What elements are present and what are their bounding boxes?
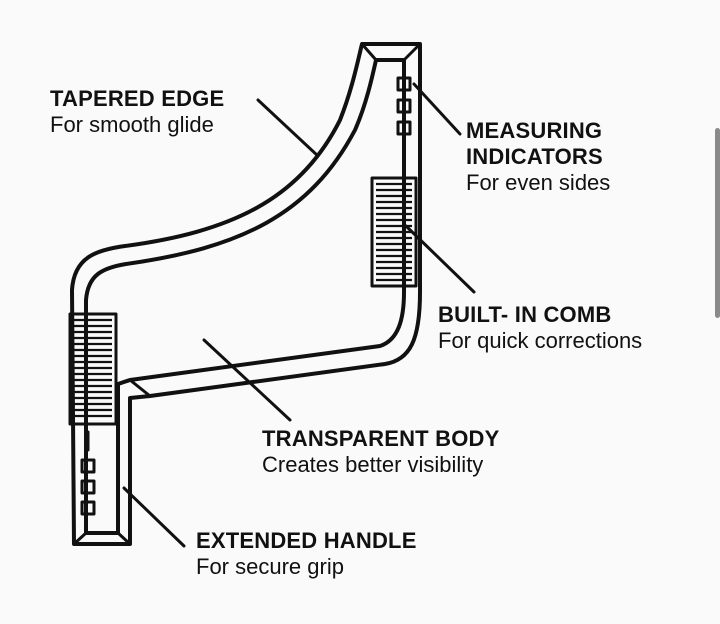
top-bevel-right [402, 42, 422, 62]
callout-title: TAPERED EDGE [50, 86, 225, 111]
callout-measuring-indicators: MEASURING INDICATORS For even sides [466, 118, 610, 196]
callout-tapered-edge: TAPERED EDGE For smooth glide [50, 86, 224, 138]
tool-outline [70, 42, 422, 546]
top-bevel-left [360, 42, 378, 62]
callout-built-in-comb: BUILT- IN COMB For quick corrections [438, 302, 642, 354]
leader-comb [404, 224, 476, 294]
measure-square [80, 500, 96, 516]
measure-square [80, 458, 96, 474]
bottom-bevel-left [72, 531, 88, 546]
callout-desc: For secure grip [196, 553, 344, 579]
tool-inner-rim [84, 58, 406, 535]
leader-tapered-edge [256, 98, 320, 158]
elbow-bevel [128, 378, 152, 398]
leader-measuring [412, 82, 462, 136]
comb-right [370, 176, 418, 288]
callout-title: EXTENDED HANDLE [196, 528, 417, 553]
leader-handle [122, 486, 186, 548]
measure-square [396, 120, 412, 136]
measure-square [80, 479, 96, 495]
measure-square [396, 98, 412, 114]
callout-title: TRANSPARENT BODY [262, 426, 500, 451]
bottom-bevel-right [116, 531, 132, 546]
callout-desc: For even sides [466, 169, 611, 195]
comb-left [68, 312, 118, 426]
callout-title: BUILT- IN COMB [438, 302, 612, 327]
leader-body [202, 338, 292, 422]
callout-title-line2: INDICATORS [466, 143, 603, 169]
callout-desc: For quick corrections [438, 327, 643, 353]
callout-transparent-body: TRANSPARENT BODY Creates better visibili… [262, 426, 499, 478]
scrollbar-thumb[interactable] [715, 128, 720, 318]
measure-square [396, 76, 412, 92]
callout-desc: Creates better visibility [262, 451, 484, 477]
callout-desc: For smooth glide [50, 111, 214, 137]
callout-title-line1: MEASURING [466, 118, 603, 143]
callout-extended-handle: EXTENDED HANDLE For secure grip [196, 528, 417, 580]
